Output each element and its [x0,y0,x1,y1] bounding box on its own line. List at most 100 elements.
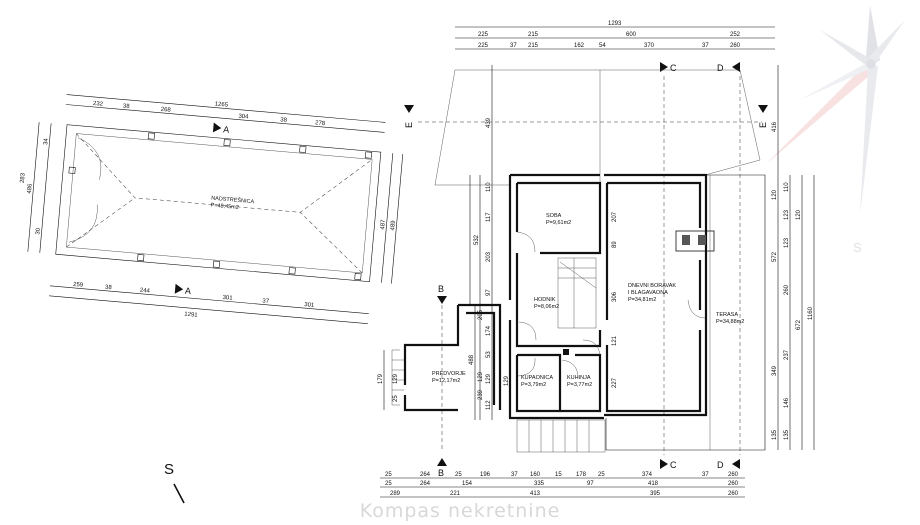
dim-canopy-left: 283 [20,172,27,183]
dim-bottom: 289 [390,491,401,497]
dim-bottom: 221 [450,491,461,497]
dim-right: 416 [772,121,778,132]
dim-right2: 672 [796,319,802,330]
dim-canopy-top: 278 [315,120,326,127]
dim-top: 225 [478,43,489,49]
dim-predvorje: 129 [393,373,399,384]
dim-right2: 572 [772,251,778,262]
dim-top: 162 [574,43,585,49]
compass-rose-icon: S [765,5,905,255]
dim-top: 215 [528,43,539,49]
dim-right-total: 1160 [808,306,814,320]
dim-canopy-bottom: 38 [105,285,113,292]
dim-bottom: 154 [462,481,473,487]
dim-canopy-right: 487 [380,219,387,230]
dim-left: 174 [486,325,492,336]
dim-left: 129 [486,373,492,384]
dim-left: 117 [486,212,492,222]
dim-right: 110 [784,182,790,192]
dim-canopy-bottom: 37 [262,298,270,305]
dim-bottom: 260 [728,472,739,478]
dim-left: 532 [474,234,480,245]
house-top-dimensions: 1293 225 215 600 252 225 37 215 162 54 3… [455,21,775,50]
dim-inner: 89 [612,241,618,248]
room-name-predvorje: PREDVORJE [432,371,466,377]
entry-steps [516,419,606,453]
dim-bottom: 25 [455,472,462,478]
room-area-hodnik: P=8,06m2 [534,304,559,310]
dim-canopy-top: 38 [123,103,131,110]
dim-bottom: 178 [576,472,587,478]
dim-top: 215 [528,32,539,38]
section-mark-c-top: C [670,63,677,73]
room-area-nadstresnica: P=48,45m2 [210,203,239,211]
dim-predvorje: 25 [393,395,399,402]
dim-left: 53 [486,351,492,358]
dim-inner: 306 [612,291,618,302]
section-mark-a-bottom: A [185,286,192,296]
dim-bottom: 413 [530,491,541,497]
house-left-dimensions: 439 110 117 532 203 97 488 174 53 129 11… [378,65,493,420]
dim-bottom: 97 [587,481,594,487]
room-name-nadstresnica: NADSTREŠNICA [211,195,255,206]
dim-top: 600 [626,32,637,38]
dim-inner: 129 [504,375,510,386]
dim-left: 97 [486,289,492,296]
room-name-terasa: TERASA [716,312,738,318]
dim-bottom: 260 [728,491,739,497]
dim-bottom: 335 [534,481,545,487]
dim-canopy-top-total: 1265 [214,101,228,108]
section-mark-a-top: A [223,124,230,134]
room-name-kupaonica: KUPAONICA [521,375,553,381]
vestibule: PREDVORJE P=12,17m2 [391,303,502,412]
dim-top: 370 [644,43,655,49]
dim-top-total: 1293 [608,21,622,27]
house-right-dimensions: 416 110 123 123 260 237 146 135 120 120 … [772,65,815,450]
dim-canopy-bottom: 301 [222,295,233,302]
dim-bottom: 264 [420,481,431,487]
dim-canopy-left: 486 [27,183,34,194]
dim-top: 54 [599,43,606,49]
dim-right: 260 [784,284,790,295]
compass-letter: S [853,240,862,255]
dim-bottom: 264 [420,472,431,478]
section-mark-b-top: B [438,284,444,294]
dim-bottom: 37 [511,472,518,478]
room-area-kupaonica: P=3,79m2 [521,382,546,388]
dim-bottom: 260 [728,481,739,487]
dim-left2: 239 [478,389,484,400]
dim-bottom: 25 [385,481,392,487]
room-name-dnevni: DNEVNI BORAVAK [628,283,676,289]
dim-top: 37 [702,43,709,49]
room-name-kuhinja: KUHINJA [567,375,591,381]
dim-inner: 121 [612,335,618,346]
dim-left: 488 [469,354,475,365]
dim-inner: 227 [612,377,618,388]
dim-right: 123 [784,209,790,220]
dim-left: 110 [486,182,492,192]
dim-bottom: 418 [648,481,659,487]
dim-bottom: 25 [598,472,605,478]
dim-left2: 205 [478,309,484,320]
dim-bottom: 395 [650,491,661,497]
dim-left: 203 [486,251,492,262]
dim-top: 260 [730,43,741,49]
dim-canopy-right: 489 [390,220,397,231]
dim-canopy-bottom: 244 [140,288,151,295]
watermark: Kompas nekretnine [360,500,561,522]
section-mark-d-bottom: D [717,460,724,470]
section-mark-d-top: D [717,63,724,73]
dim-canopy-top: 232 [93,101,104,108]
dim-bottom: 25 [385,472,392,478]
dim-right: 146 [784,397,790,408]
room-area-terasa: P=34,88m2 [716,319,744,325]
dim-predvorje: 179 [378,373,384,384]
section-mark-c-bottom: C [670,460,677,470]
room-area-soba: P=9,61m2 [546,220,571,226]
dim-canopy-bottom: 259 [73,282,84,289]
section-mark-b-bottom: B [438,468,444,478]
room-name-dnevni-2: I BLAGAVAONA [628,290,668,296]
house-inner-dimensions: 207 89 306 121 227 129 [504,211,618,388]
dim-canopy-top: 38 [280,117,288,124]
